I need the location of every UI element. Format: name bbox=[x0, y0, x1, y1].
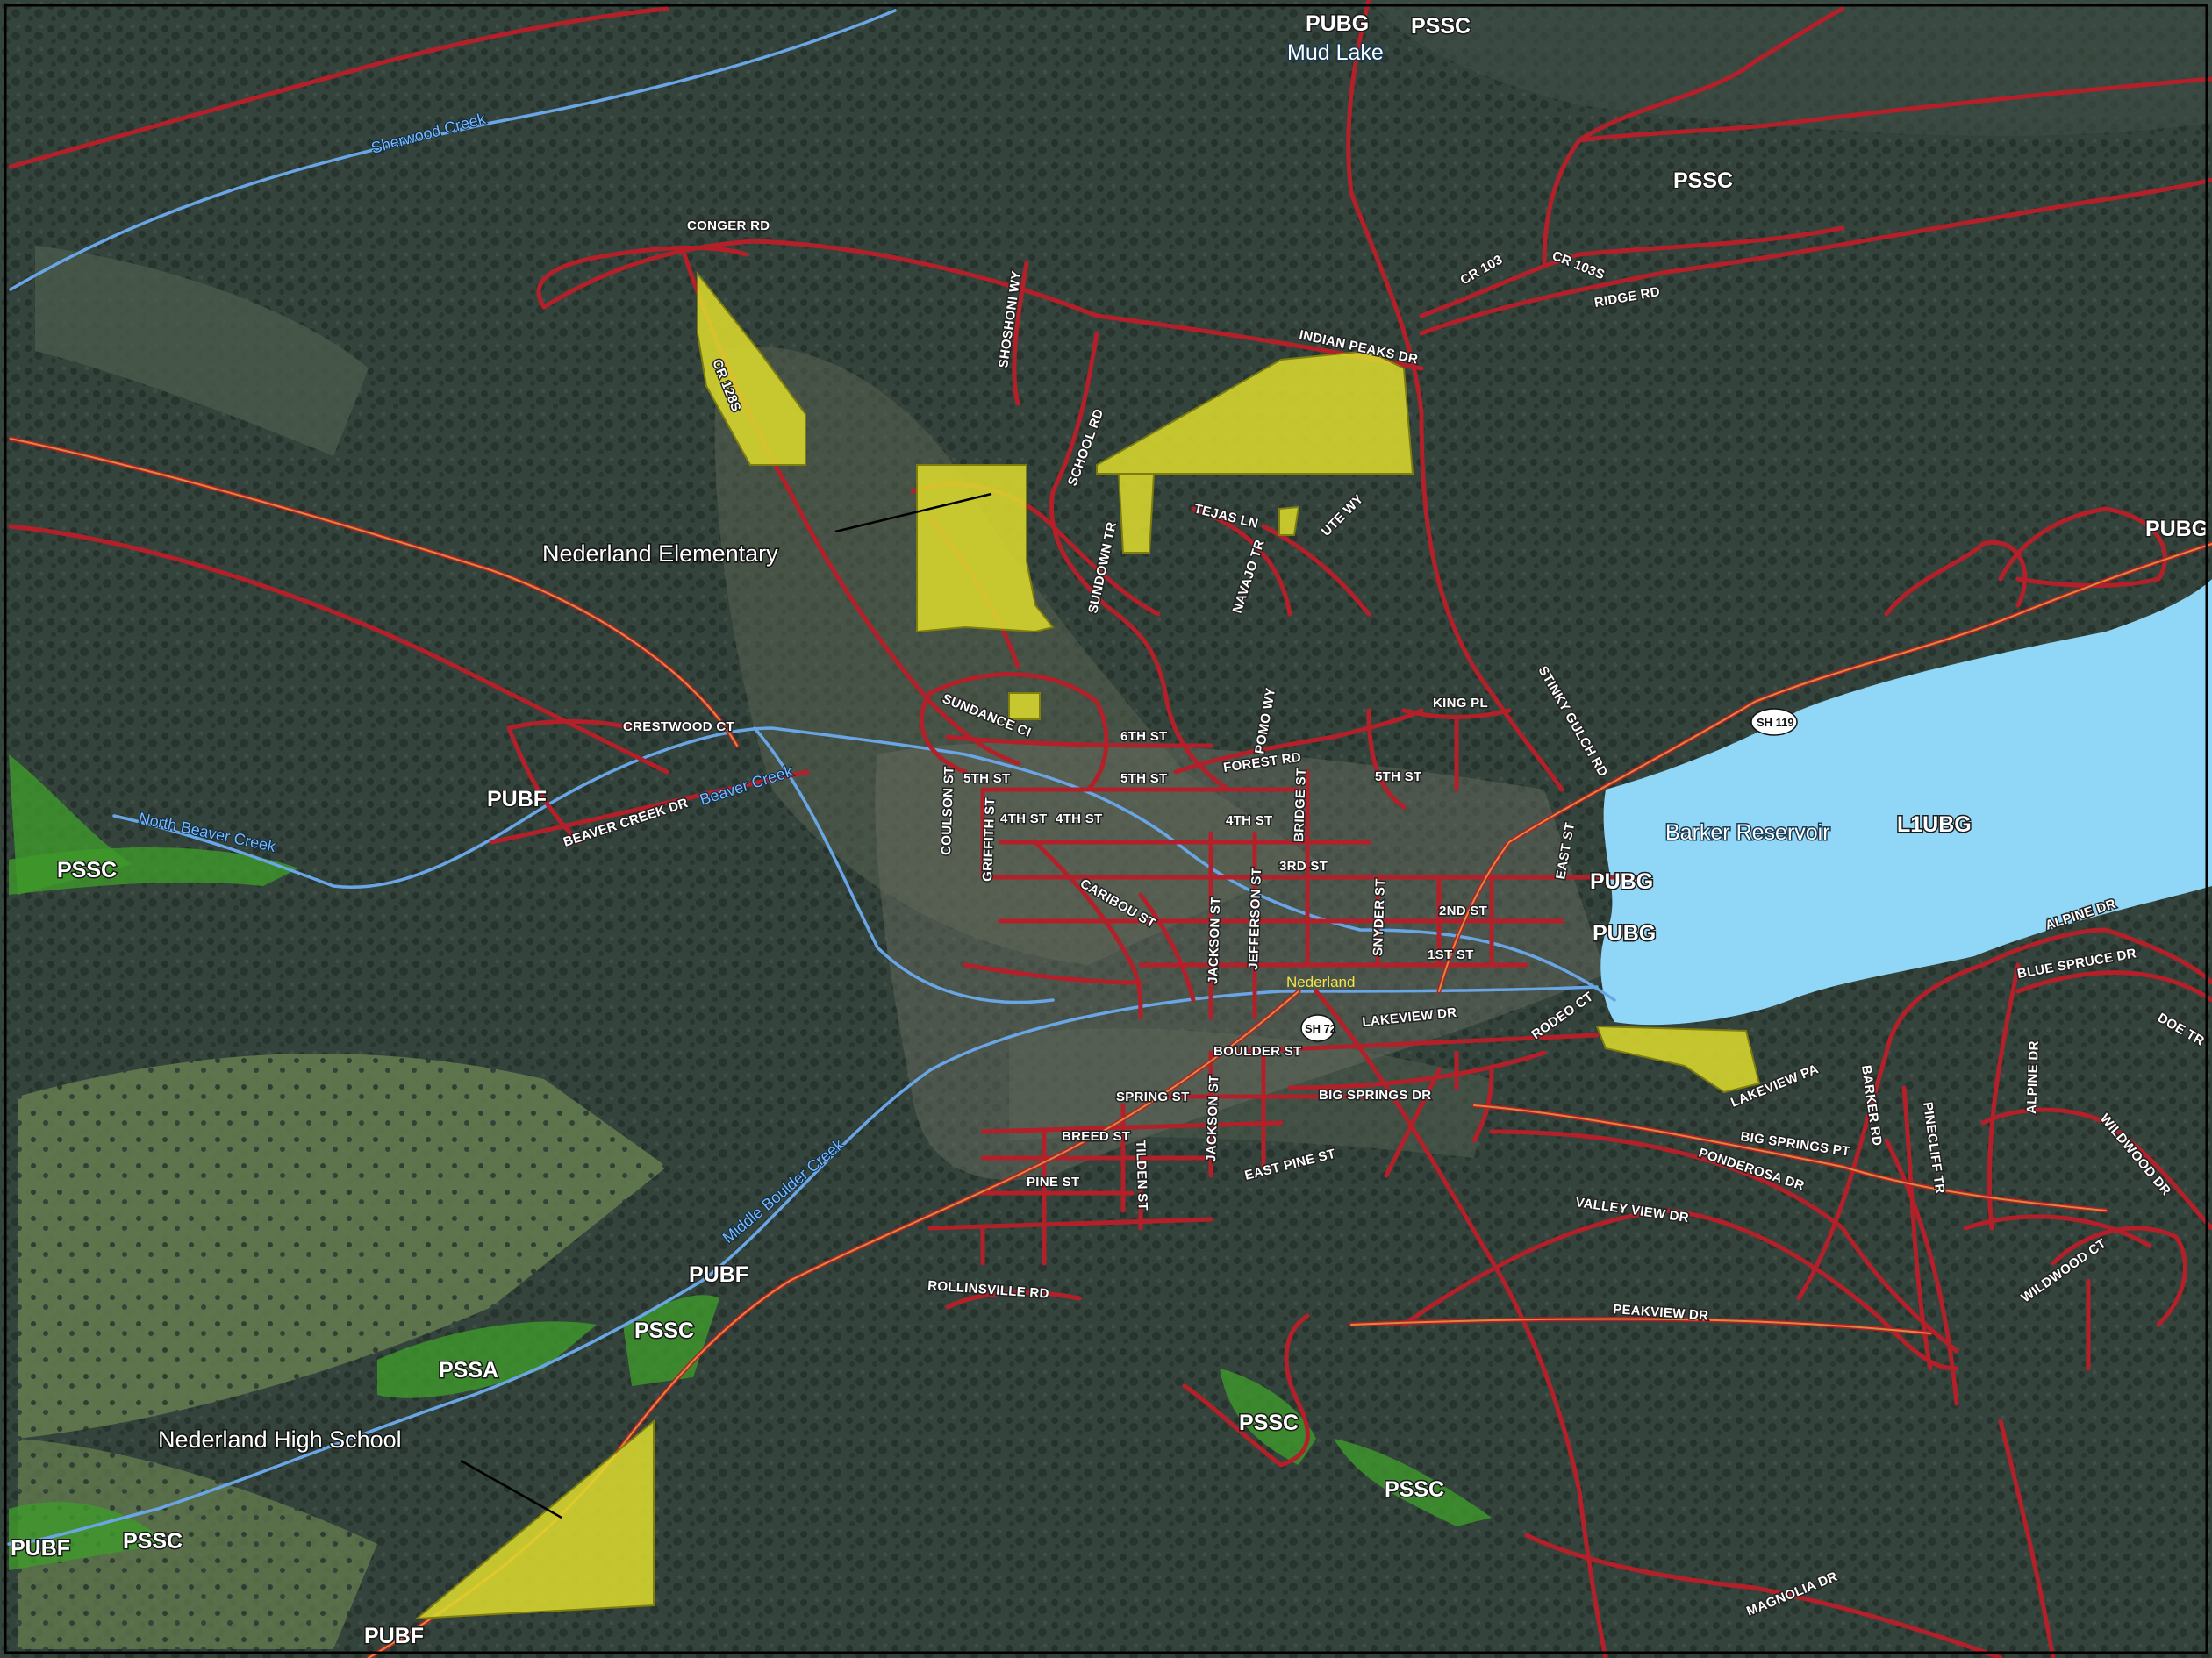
wetland-label: PUBF bbox=[364, 1624, 424, 1648]
wetland-label: PSSC bbox=[634, 1319, 694, 1343]
road-label: BIG SPRINGS DR bbox=[1319, 1088, 1431, 1103]
label-nederland-town: Nederland bbox=[1286, 974, 1355, 990]
road-label: 4TH ST bbox=[1000, 811, 1047, 826]
highway-shield-sh72: SH 72 bbox=[1300, 1014, 1336, 1042]
road-label: COULSON ST bbox=[939, 766, 957, 855]
road-label: JACKSON ST bbox=[1204, 1075, 1221, 1162]
school-parcels bbox=[414, 271, 1761, 1620]
wetland-label: PUBF bbox=[11, 1536, 70, 1561]
wetland-label: PUBG bbox=[1590, 869, 1653, 894]
shield-label: SH 72 bbox=[1305, 1022, 1336, 1035]
wetland-label: PUBG bbox=[1593, 921, 1656, 946]
highschool-leader-line bbox=[460, 1459, 562, 1519]
road-label: PINE ST bbox=[1027, 1175, 1079, 1190]
wetland-label: PUBG bbox=[2145, 517, 2208, 541]
road-label: ALPINE DR bbox=[2024, 1040, 2042, 1114]
barker-reservoir bbox=[1600, 579, 2212, 1026]
road-label: SNYDER ST bbox=[1371, 878, 1388, 956]
wetland-label: PUBF bbox=[689, 1262, 748, 1287]
road-label: JEFFERSON ST bbox=[1246, 868, 1264, 970]
road-label: 5TH ST bbox=[963, 771, 1010, 786]
label-mud-lake: Mud Lake bbox=[1287, 40, 1384, 65]
wetland-label: PSSC bbox=[1411, 14, 1471, 39]
wetland-label: PSSC bbox=[1673, 168, 1733, 193]
wetland-label: PSSC bbox=[1239, 1411, 1299, 1435]
road-label: BOULDER ST bbox=[1213, 1044, 1302, 1059]
road-label: JACKSON ST bbox=[1206, 897, 1223, 984]
road-label: PEAKVIEW DR bbox=[1613, 1302, 1709, 1324]
highway-shield-sh119: SH 119 bbox=[1750, 708, 1798, 736]
elementary-leader-line bbox=[834, 492, 992, 533]
road-label: TILDEN ST bbox=[1133, 1140, 1150, 1211]
wetland-label: PSSC bbox=[123, 1529, 183, 1554]
wetland-label: PUBF bbox=[487, 787, 547, 811]
wetland-areas bbox=[9, 754, 1492, 1570]
wetland-label: PUBG bbox=[1306, 11, 1369, 36]
label-nederland-high-school: Nederland High School bbox=[158, 1426, 402, 1453]
place-labels: Nederland Elementary Nederland High Scho… bbox=[157, 39, 1832, 1454]
road-label: CRESTWOOD CT bbox=[623, 719, 734, 734]
road-label: KING PL bbox=[1433, 696, 1488, 711]
wetland-label: L1UBG bbox=[1897, 812, 1972, 837]
road-label: BREED ST bbox=[1062, 1129, 1130, 1144]
road-label: 5TH ST bbox=[1120, 771, 1167, 786]
wetland-label: PSSA bbox=[439, 1358, 498, 1383]
map-frame bbox=[4, 4, 2208, 1654]
label-nederland-elementary: Nederland Elementary bbox=[542, 540, 778, 567]
creeks bbox=[7, 9, 1616, 1546]
road-label: CONGER RD bbox=[687, 218, 770, 233]
road-label: GRIFFITH ST bbox=[980, 797, 998, 882]
road-label: 4TH ST bbox=[1056, 811, 1102, 826]
road-label: 3RD ST bbox=[1279, 859, 1328, 874]
road-label: BRIDGE ST bbox=[1292, 768, 1309, 842]
wetland-labels: PUBG PSSC PSSC PUBG PUBF PSSC L1UBG PUBG… bbox=[10, 11, 2210, 1650]
road-label: 1ST ST bbox=[1428, 947, 1474, 962]
wetland-label: PSSC bbox=[1385, 1477, 1444, 1502]
shield-label: SH 119 bbox=[1757, 716, 1794, 729]
label-barker-reservoir: Barker Reservoir bbox=[1665, 820, 1830, 845]
wetland-label: PSSC bbox=[57, 858, 117, 883]
road-label: 4TH ST bbox=[1226, 813, 1272, 828]
road-label: 2ND ST bbox=[1439, 904, 1487, 918]
road-label: SPRING ST bbox=[1116, 1090, 1190, 1104]
town-area bbox=[875, 741, 1606, 1181]
road-label: 6TH ST bbox=[1120, 729, 1167, 744]
road-label: 5TH ST bbox=[1375, 769, 1421, 784]
